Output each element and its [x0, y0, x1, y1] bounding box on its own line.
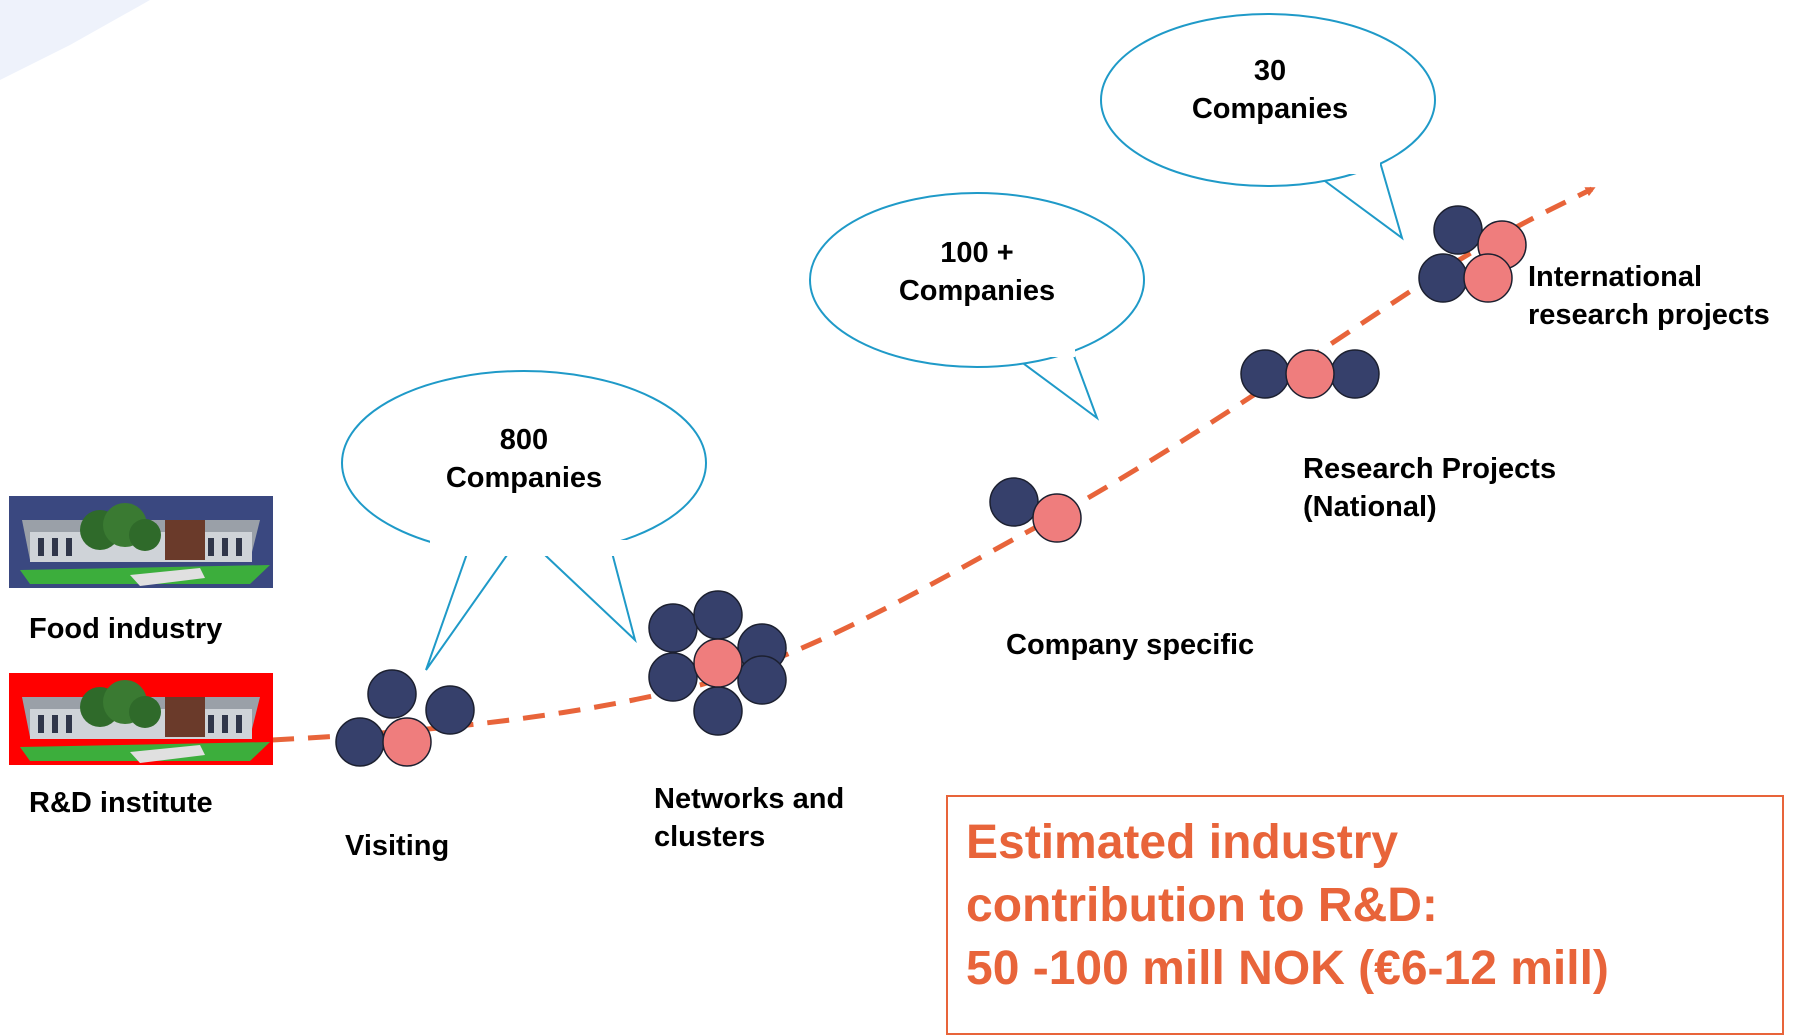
- stage-international-line2: research projects: [1528, 299, 1770, 331]
- stage-networks-line2: clusters: [654, 821, 766, 853]
- stage-visiting-label: Visiting: [345, 830, 450, 862]
- rnd-building-icon: [9, 673, 273, 765]
- bubble-800: [341, 370, 707, 671]
- estimate-line3: 50 -100 mill NOK (€6-12 mill): [966, 942, 1609, 995]
- food-building-icon: [9, 496, 273, 588]
- stage-research-national-label: Research Projects (National): [1303, 450, 1556, 526]
- cluster-visiting: [335, 669, 475, 767]
- bubble-800-text: 800 Companies: [424, 421, 624, 497]
- stage-research-line2: (National): [1303, 491, 1437, 523]
- cluster-international: [1418, 205, 1527, 303]
- bubble-30-count: 30: [1253, 55, 1287, 87]
- bubble-800-unit: Companies: [445, 462, 603, 494]
- rnd-institute-label: R&D institute: [29, 787, 213, 819]
- bubble-30-text: 30 Companies: [1170, 52, 1370, 128]
- corner-decoration: [0, 0, 150, 80]
- cluster-research-national: [1240, 349, 1380, 399]
- stage-international-label: International research projects: [1528, 258, 1770, 334]
- bubble-30: [1100, 13, 1436, 241]
- bubble-100-unit: Companies: [898, 275, 1056, 307]
- bubble-800-count: 800: [499, 424, 549, 456]
- estimate-line2: contribution to R&D:: [966, 879, 1438, 932]
- diagram-canvas: [0, 0, 1596, 767]
- bubble-100-count: 100 +: [940, 237, 1014, 269]
- stage-networks-line1: Networks and: [654, 783, 845, 815]
- stage-company-specific-label: Company specific: [1006, 629, 1255, 661]
- cluster-company-specific: [989, 477, 1082, 543]
- estimate-line1: Estimated industry: [966, 816, 1399, 869]
- estimate-box: Estimated industry contribution to R&D: …: [946, 795, 1784, 1035]
- food-industry-label: Food industry: [29, 613, 223, 645]
- stage-international-line1: International: [1528, 261, 1703, 293]
- bubble-100: [809, 192, 1145, 421]
- stage-research-line1: Research Projects: [1303, 453, 1557, 485]
- stage-networks-label: Networks and clusters: [654, 780, 844, 856]
- bubble-100-text: 100 + Companies: [877, 234, 1077, 310]
- bubble-30-unit: Companies: [1191, 93, 1349, 125]
- cluster-networks: [648, 590, 787, 736]
